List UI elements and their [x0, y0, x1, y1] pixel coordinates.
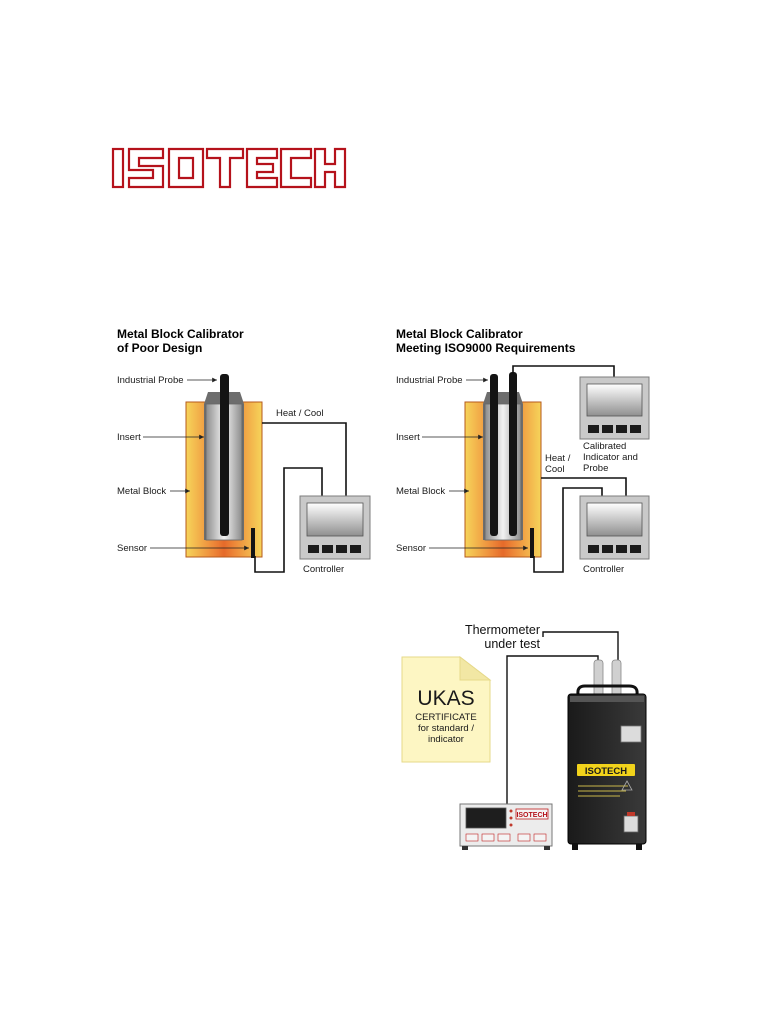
label-calibrated-2: Indicator and [583, 452, 638, 463]
certificate-line1: CERTIFICATE [415, 712, 476, 723]
reference-probe [509, 372, 517, 536]
diagram-poor-design: Metal Block Calibrator of Poor Design In… [117, 327, 371, 575]
dry-block-unit: ISOTECH [567, 684, 647, 850]
industrial-probe [220, 374, 229, 536]
calibrated-indicator [579, 376, 650, 440]
controller-left [299, 495, 371, 560]
label-heat-1: Heat / [545, 453, 571, 464]
label-heat-cool: Heat / Cool [276, 408, 324, 419]
left-title-line2: of Poor Design [117, 341, 202, 355]
certificate-heading: UKAS [417, 687, 474, 710]
label-insert: Insert [117, 432, 141, 443]
indicator-brand: ISOTECH [516, 812, 547, 819]
certificate-line3: indicator [428, 734, 464, 745]
certificate-line2: for standard / [418, 723, 474, 734]
label-thermometer-1: Thermometer [465, 623, 540, 637]
calibration-setup: Thermometer under test UKAS CERTIFICATE … [401, 623, 647, 850]
label-sensor: Sensor [117, 543, 147, 554]
label-sensor-right: Sensor [396, 543, 426, 554]
label-controller-right: Controller [583, 564, 624, 575]
left-title-line1: Metal Block Calibrator [117, 327, 244, 341]
right-title-line1: Metal Block Calibrator [396, 327, 523, 341]
unit-brand: ISOTECH [585, 766, 627, 777]
label-thermometer-2: under test [484, 637, 540, 651]
label-metal-block-right: Metal Block [396, 486, 445, 497]
industrial-probe-right [490, 374, 498, 536]
diagram-iso9000: Metal Block Calibrator Meeting ISO9000 R… [396, 327, 650, 575]
ukas-certificate: UKAS CERTIFICATE for standard / indicato… [401, 655, 492, 763]
controller-right [579, 495, 650, 560]
reference-indicator: ISOTECH [459, 803, 553, 850]
label-metal-block: Metal Block [117, 486, 166, 497]
label-controller-left: Controller [303, 564, 344, 575]
label-calibrated-1: Calibrated [583, 441, 626, 452]
label-insert-right: Insert [396, 432, 420, 443]
label-heat-2: Cool [545, 464, 565, 475]
right-title-line2: Meeting ISO9000 Requirements [396, 341, 576, 355]
label-industrial-probe: Industrial Probe [117, 375, 184, 386]
label-industrial-probe-right: Industrial Probe [396, 375, 463, 386]
sensor-right [530, 528, 534, 558]
sensor [251, 528, 255, 558]
label-calibrated-3: Probe [583, 463, 608, 474]
isotech-logo [111, 147, 347, 189]
